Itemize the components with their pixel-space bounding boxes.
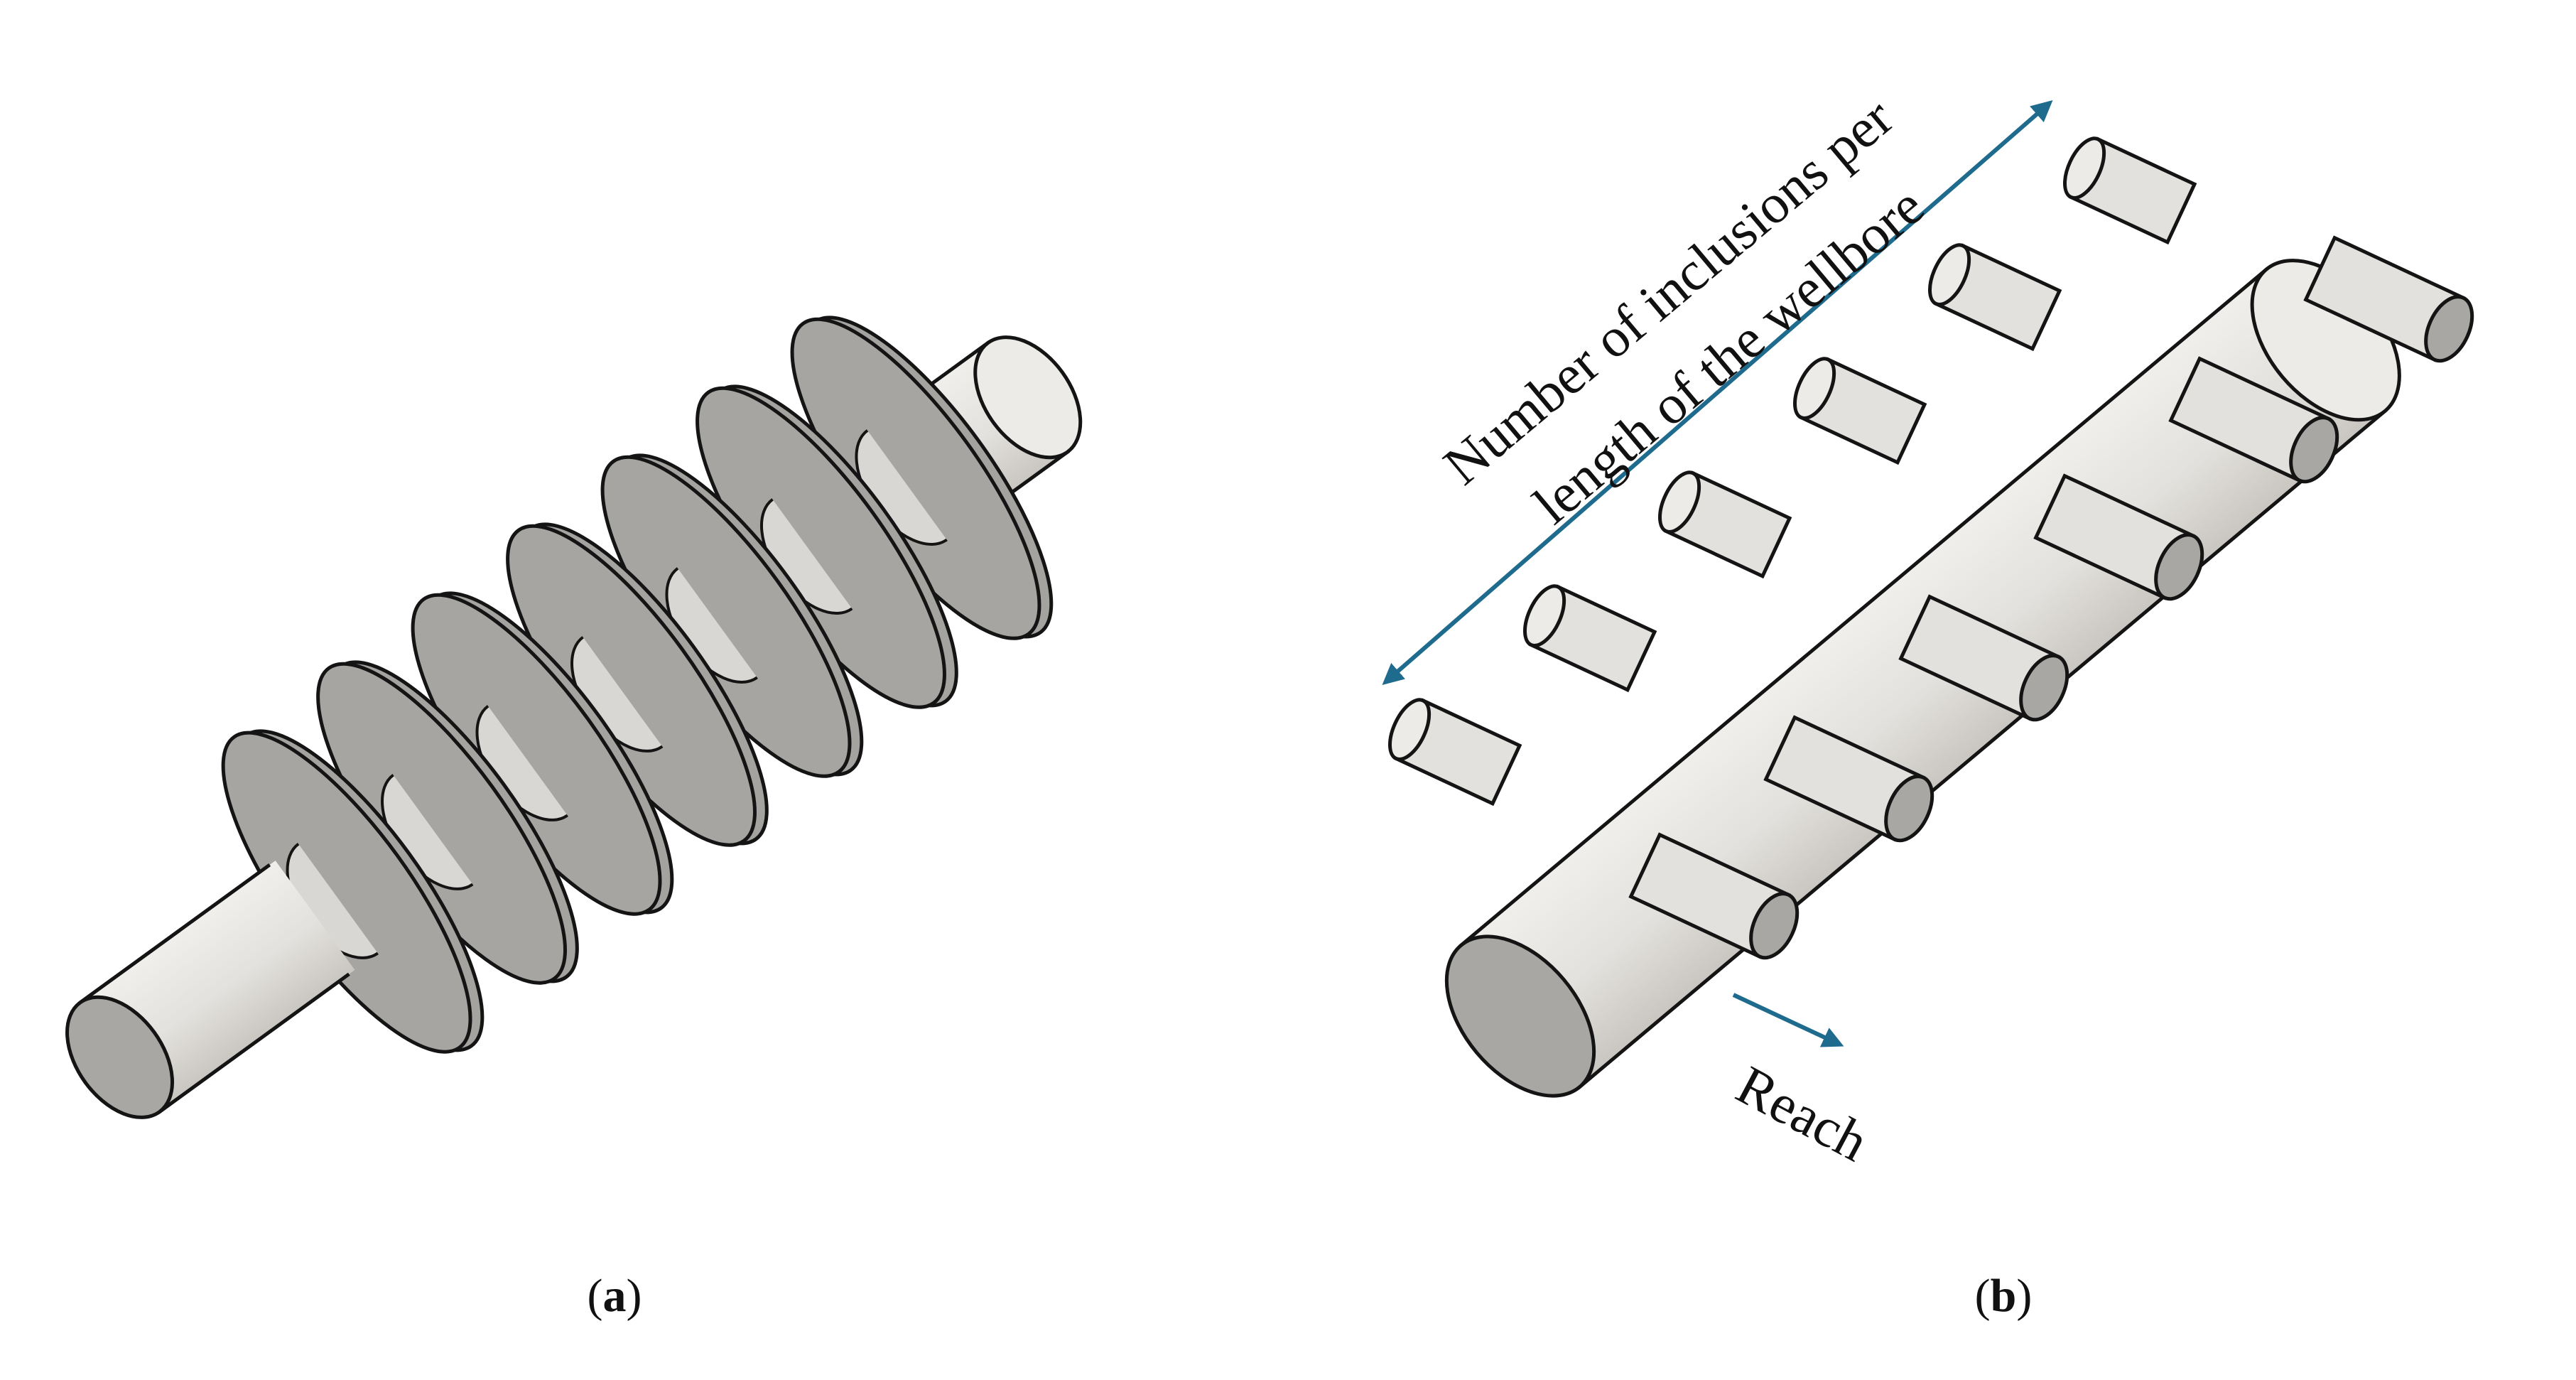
caption-a: (a) (587, 1270, 642, 1322)
panel-a-radial-fractures (65, 316, 1083, 1119)
wellbore-end-face-b (1444, 934, 1596, 1098)
disk-7 (790, 316, 1054, 640)
reach-label: Reach (1727, 1053, 1878, 1173)
double-arrow-icon (1382, 100, 2053, 685)
disk-5 (600, 453, 864, 778)
wellbore-end-face-a (65, 995, 175, 1119)
panel-b-lateral-inclusions: Number of inclusions per length of the w… (1382, 86, 2474, 1173)
reach-arrow-icon (1732, 993, 1844, 1047)
front-tubes (1628, 235, 2474, 960)
disk-6 (696, 384, 958, 709)
disk-3 (411, 591, 674, 916)
wellbore-far-end-a (973, 335, 1083, 460)
disk-1 (221, 729, 485, 1054)
caption-b: (b) (1974, 1270, 2033, 1322)
